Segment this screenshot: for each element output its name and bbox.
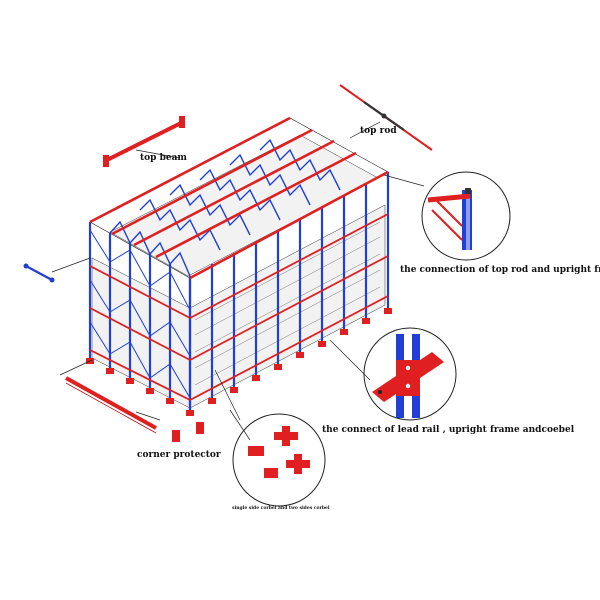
detail-corbels [232,413,326,507]
label-corbel-types: single side corbel and two sides corbel [232,505,330,511]
detail-lead-rail-connection [363,327,457,421]
left-face-bracing [89,229,191,399]
top-beams [89,116,389,280]
top-rod-part [339,84,433,151]
label-corner-protector: corner protector [137,450,221,460]
corner-protector-part [172,422,204,442]
detail-top-rod-connection [421,171,511,261]
pallet-loads [91,134,386,409]
label-top-beam: top beam [140,153,187,163]
top-beam-part [103,116,185,167]
front-rails [189,213,389,401]
rack-structure [86,116,392,416]
left-rails [89,265,191,401]
side-rod-part [23,263,55,283]
leader-lines [51,121,425,441]
label-top-rod: top rod [360,126,397,136]
label-top-rod-upright-connection: the connection of top rod and upright fr… [400,265,600,275]
front-face-uprights [188,172,390,412]
lead-rail-part [65,376,157,434]
label-lead-rail-connection: the connect of lead rail , upright frame… [322,425,575,435]
